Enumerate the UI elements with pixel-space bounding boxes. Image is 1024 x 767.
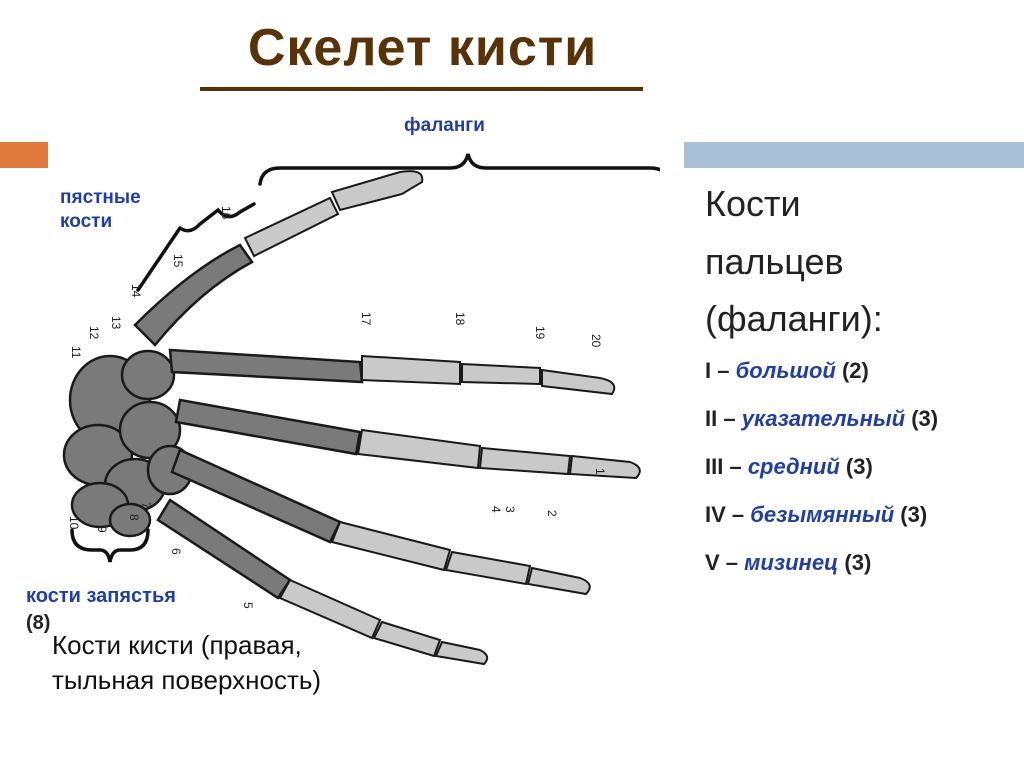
caption-line1: Кости кисти (правая, [52,628,321,663]
phalanges-label: фаланги [404,114,485,138]
finger-item-index: II – указательный (3) [705,402,1015,436]
bone-number-7: 7 [139,502,153,509]
bone-number-14: 14 [129,284,143,298]
finger-name: мизинец [744,550,838,575]
panel-heading-line2: пальцев [705,233,1015,291]
finger-item-thumb: I – большой (2) [705,354,1015,388]
index-finger-bones [170,350,614,394]
finger-item-little: V – мизинец (3) [705,546,1015,580]
bone-number-2: 2 [545,510,559,517]
bone-number-5: 5 [241,602,255,609]
finger-item-ring: IV – безымянный (3) [705,498,1015,532]
bone-number-10: 10 [67,516,81,530]
finger-count: (2) [842,358,869,383]
blue-accent-bar [684,142,1024,168]
finger-name: безымянный [750,502,894,527]
bone-number-20: 20 [589,334,603,348]
bone-number-11: 11 [69,346,83,359]
metacarpal-label-line2: кости [60,210,141,234]
finger-bones-panel: Кости пальцев (фаланги): I – большой (2)… [705,175,1015,594]
phalanges-bracket [260,154,660,184]
bone-number-17: 17 [359,312,373,326]
bone-number-6: 6 [169,548,183,555]
finger-numeral: V – [705,550,738,575]
carpal-label: кости запястья [26,584,176,609]
finger-name: указательный [742,406,905,431]
caption-line2: тыльная поверхность) [52,663,321,698]
bone-number-1: 1 [593,468,607,475]
title-underline [200,87,643,91]
finger-item-middle: III – средний (3) [705,450,1015,484]
bone-number-12: 12 [87,326,101,340]
finger-count: (3) [846,454,873,479]
bone-number-8: 8 [127,514,141,521]
bone-number-18: 18 [453,312,467,326]
bone-number-9: 9 [95,526,109,533]
figure-caption: Кости кисти (правая, тыльная поверхность… [52,628,321,698]
bone-number-3: 3 [503,506,517,513]
finger-count: (3) [844,550,871,575]
bone-number-13: 13 [109,316,123,330]
carpal-count: (8) [26,612,50,635]
finger-name: большой [736,358,836,383]
bone-number-4: 4 [489,506,503,513]
finger-numeral: II – [705,406,736,431]
finger-name: средний [748,454,840,479]
metacarpal-label-line1: пястные [60,186,141,210]
finger-numeral: III – [705,454,742,479]
finger-count: (3) [900,502,927,527]
finger-count: (3) [911,406,938,431]
metacarpal-label: пястные кости [60,186,141,234]
bone-number-19: 19 [533,326,547,340]
bone-number-15: 15 [171,254,185,268]
panel-heading-line1: Кости [705,175,1015,233]
finger-numeral: IV – [705,502,744,527]
panel-heading-line3: (фаланги): [705,290,1015,348]
bone-number-16: 16 [219,206,233,220]
panel-heading: Кости пальцев (фаланги): [705,175,1015,348]
middle-finger-bones [176,400,640,478]
page-title: Скелет кисти [0,18,845,78]
finger-numeral: I – [705,358,729,383]
